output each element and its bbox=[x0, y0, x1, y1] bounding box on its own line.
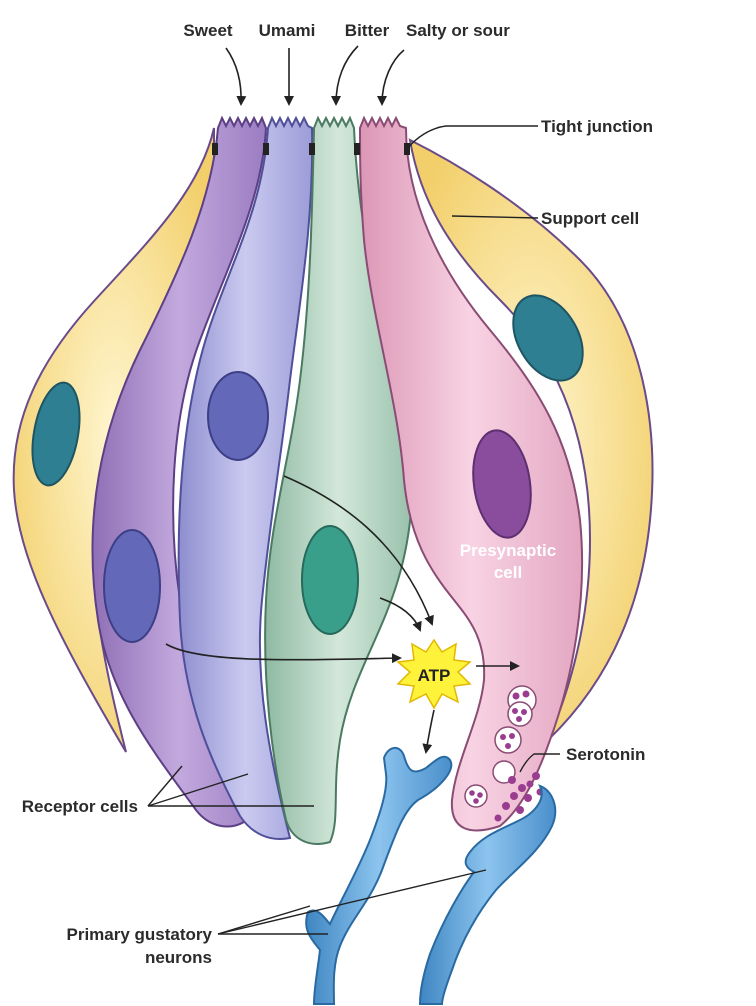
bitter-nucleus bbox=[301, 525, 359, 635]
serotonin-dots bbox=[494, 772, 544, 822]
atp-label: ATP bbox=[418, 666, 451, 685]
sweet-nucleus bbox=[103, 529, 161, 643]
tight-junctions bbox=[212, 143, 410, 155]
umami-receptor-cell bbox=[177, 115, 314, 840]
umami-label: Umami bbox=[259, 21, 316, 40]
serotonin-label: Serotonin bbox=[566, 745, 645, 764]
leader-lines bbox=[147, 125, 560, 935]
atp-burst bbox=[396, 638, 472, 710]
right-support-nucleus bbox=[512, 294, 584, 382]
taste-label-arrows bbox=[225, 45, 405, 106]
left-support-nucleus bbox=[31, 381, 81, 487]
presynaptic-cell bbox=[358, 115, 584, 832]
presynaptic-nucleus bbox=[472, 429, 532, 539]
gustatory-neuron-right bbox=[418, 784, 557, 1005]
signal-arrows bbox=[165, 475, 520, 754]
tight-junction-label: Tight junction bbox=[541, 117, 653, 136]
presynaptic-label-2: cell bbox=[494, 563, 522, 582]
neurons-label-2: neurons bbox=[145, 948, 212, 967]
salty-sour-label: Salty or sour bbox=[406, 21, 510, 40]
receptor-cells-label: Receptor cells bbox=[22, 797, 138, 816]
presynaptic-label-1: Presynaptic bbox=[460, 541, 556, 560]
neurons-label-1: Primary gustatory bbox=[67, 925, 213, 944]
bitter-label: Bitter bbox=[345, 21, 390, 40]
sweet-label: Sweet bbox=[183, 21, 232, 40]
gustatory-neuron-left bbox=[305, 747, 453, 1005]
umami-nucleus bbox=[207, 371, 269, 461]
support-cell-label: Support cell bbox=[541, 209, 639, 228]
